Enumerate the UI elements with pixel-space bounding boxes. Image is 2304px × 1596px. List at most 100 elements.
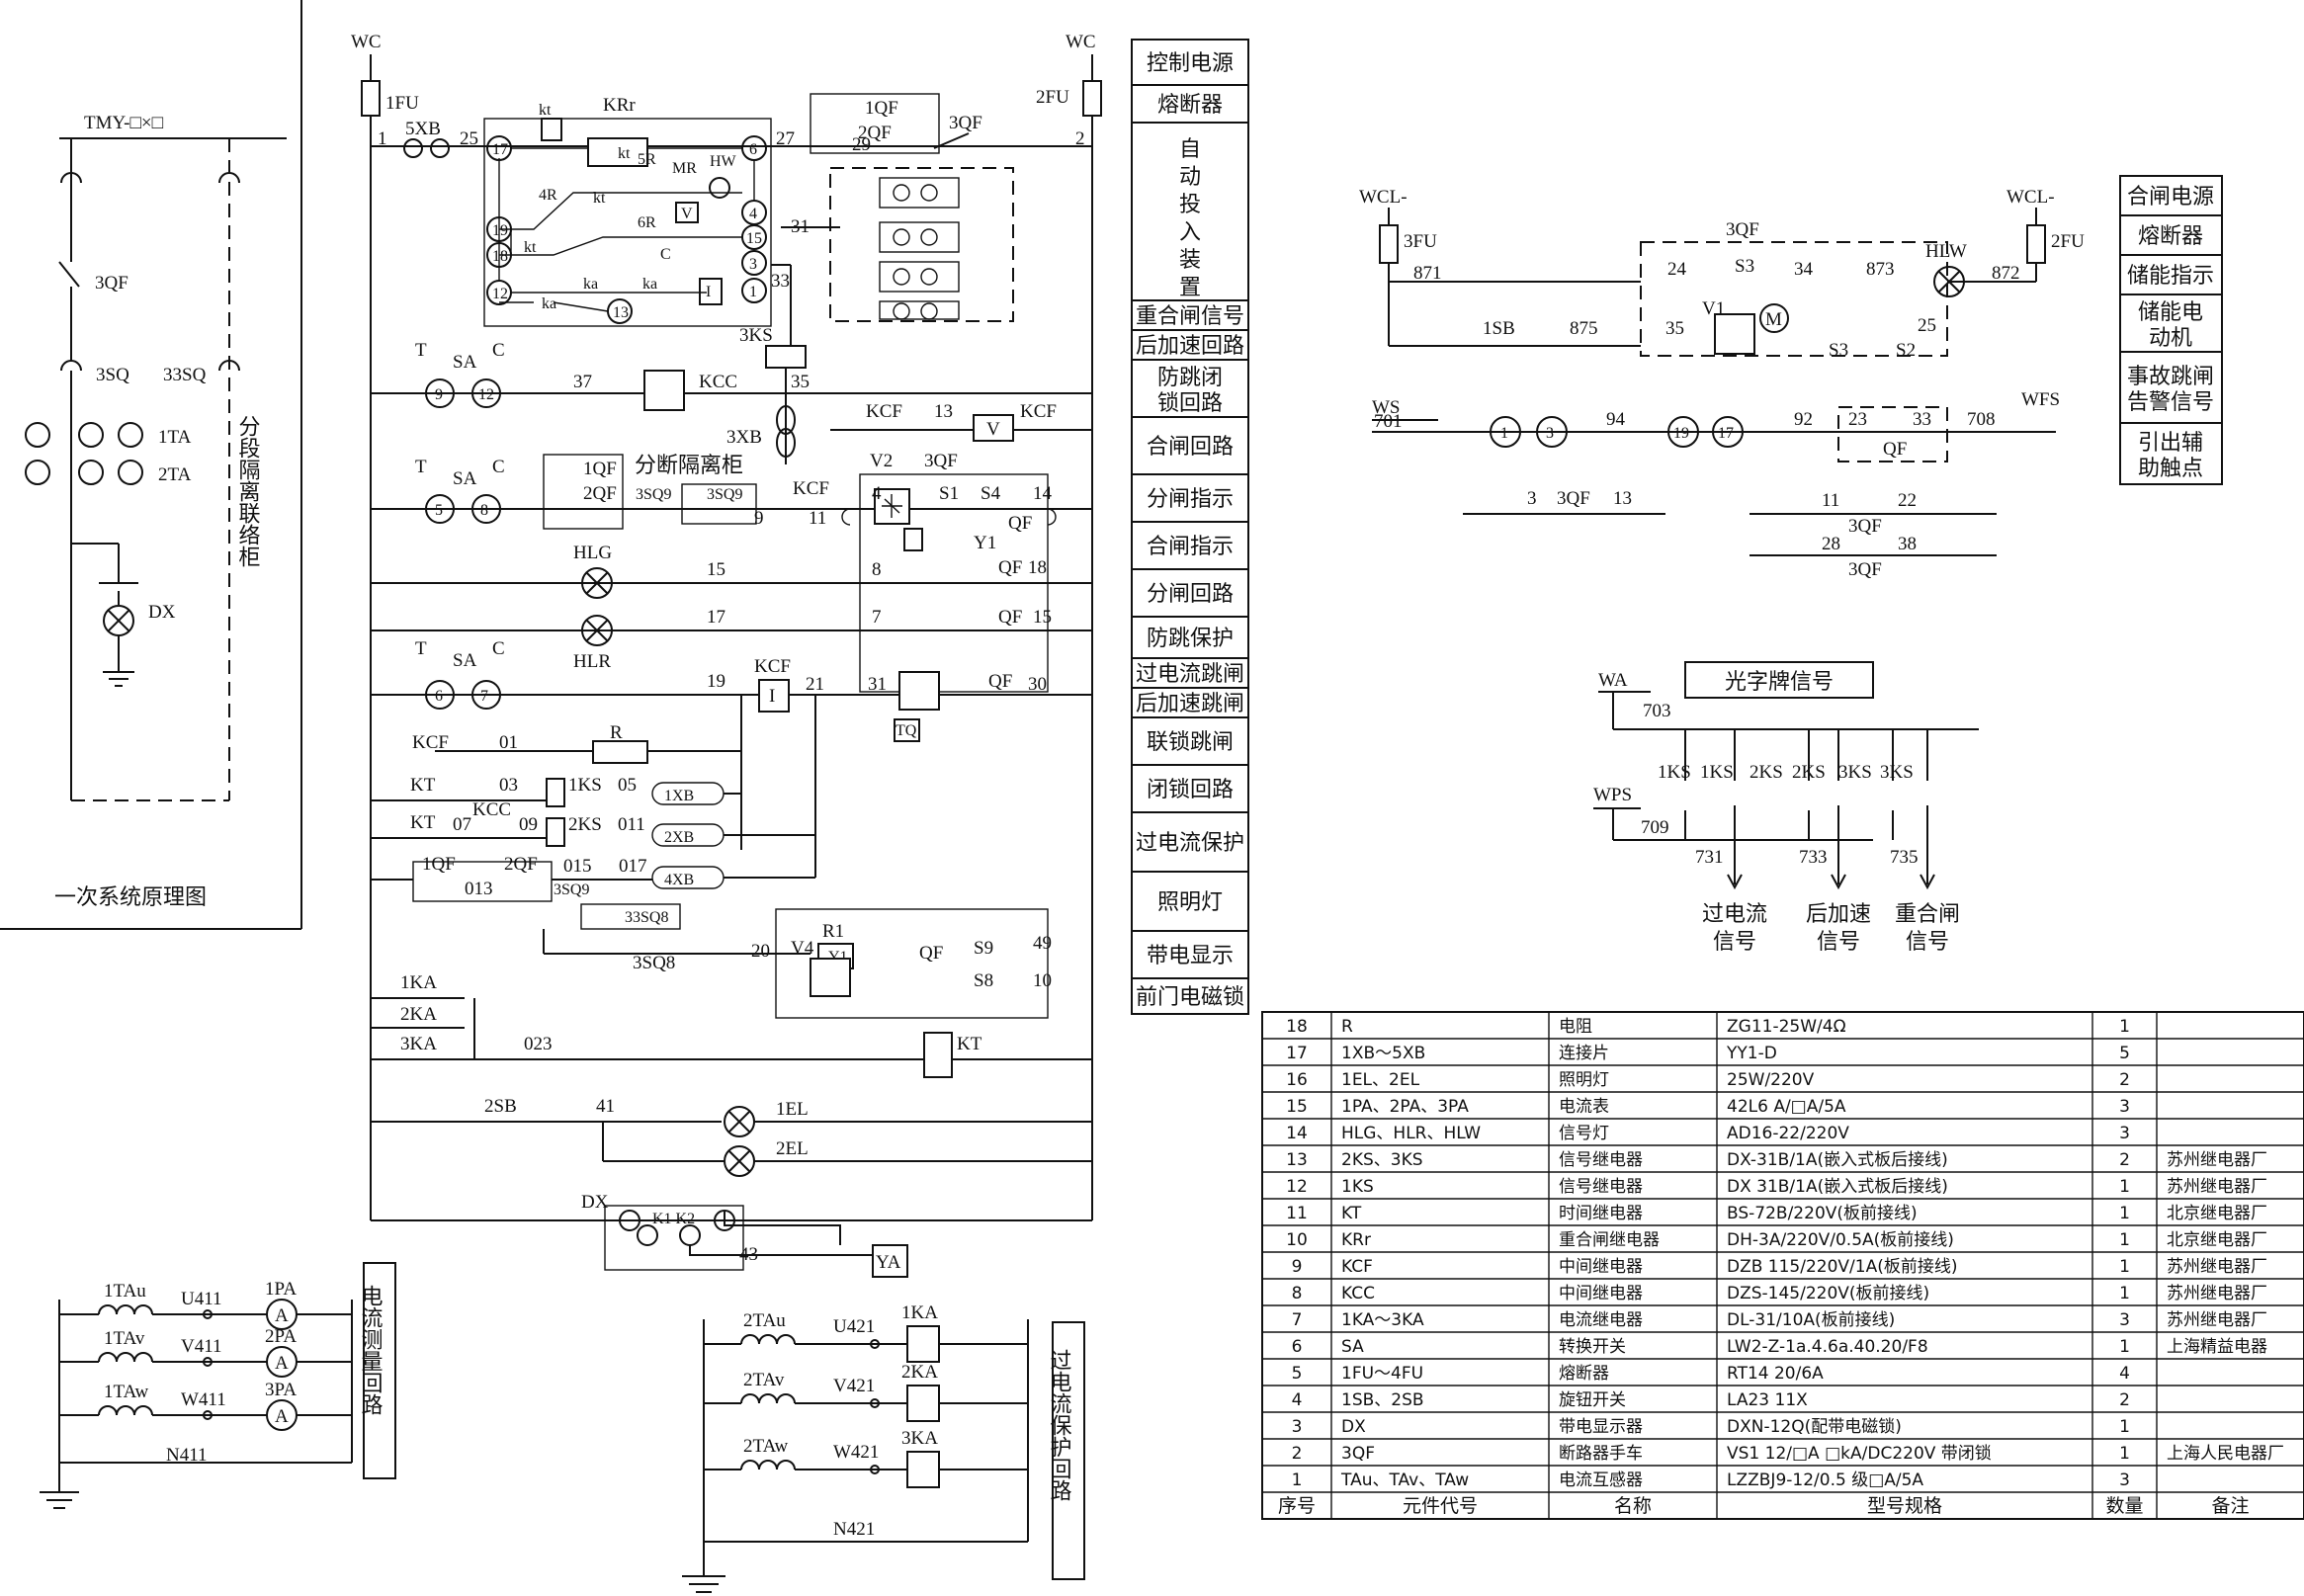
function-label-box — [1131, 764, 1249, 813]
table-header: 名称 — [1614, 1495, 1652, 1517]
table-cell: 5 — [2119, 1044, 2130, 1063]
table-cell: 3 — [2119, 1124, 2130, 1143]
svg-text:2KS: 2KS — [568, 814, 602, 835]
meas-ta-label: 1TAw — [104, 1382, 149, 1402]
qf3-mid-label: 3QF — [924, 451, 958, 471]
table-cell: LW2-Z-1a.4.6a.40.20/F8 — [1727, 1337, 1928, 1357]
table-cell: KCF — [1341, 1257, 1373, 1277]
table-cell: 1EL、2EL — [1341, 1070, 1420, 1090]
function-label: 重合闸信号 — [1136, 304, 1244, 329]
table-cell: AD16-22/220V — [1727, 1124, 1849, 1143]
svg-text:31: 31 — [868, 674, 887, 695]
svg-text:3QF: 3QF — [1557, 488, 1590, 509]
table-cell: 1 — [1292, 1470, 1303, 1490]
svg-text:011: 011 — [618, 814, 645, 835]
qf3-top-label: 3QF — [949, 113, 982, 133]
svg-text:873: 873 — [1866, 259, 1895, 280]
prot-ka-label: 2KA — [901, 1362, 938, 1383]
ks3-label: 3KS — [739, 325, 773, 346]
svg-text:QF: QF — [919, 943, 943, 964]
svg-text:S9: S9 — [974, 938, 993, 959]
svg-text:12: 12 — [478, 386, 494, 403]
svg-text:S1: S1 — [939, 483, 959, 504]
svg-text:V4: V4 — [791, 938, 814, 959]
table-cell: 上海精益电器 — [2167, 1337, 2267, 1357]
kcf-label-3: KCF — [793, 478, 829, 499]
sq9-label: 3SQ9 — [554, 882, 589, 898]
svg-text:1: 1 — [378, 128, 387, 149]
closing-label: 熔断器 — [2138, 224, 2203, 249]
ta2-label: 2TA — [158, 464, 192, 485]
svg-text:5R: 5R — [638, 151, 656, 168]
svg-text:94: 94 — [1606, 409, 1626, 430]
prot-label: 过电流保护回路 — [1047, 1349, 1072, 1501]
kt-label-1: KT — [410, 775, 436, 796]
svg-text:SA: SA — [453, 650, 477, 671]
closing-label-box — [2119, 175, 2223, 216]
fu2b-label: 2FU — [2051, 231, 2085, 252]
dx-ctrl-label: DX — [581, 1192, 609, 1213]
table-cell: DX — [1341, 1417, 1366, 1437]
kcc-label: KCC — [699, 372, 737, 392]
svg-text:2QF: 2QF — [858, 123, 892, 143]
table-cell: 2 — [2119, 1150, 2130, 1170]
function-label: 闭锁回路 — [1147, 778, 1234, 802]
svg-text:SA: SA — [453, 468, 477, 489]
svg-text:24: 24 — [1667, 259, 1687, 280]
svg-text:QF: QF — [1008, 513, 1032, 534]
table-cell: 4 — [1292, 1390, 1303, 1410]
table-cell: 1SB、2SB — [1341, 1390, 1424, 1410]
out-733: 733 — [1799, 847, 1828, 868]
function-label: 分闸指示 — [1147, 487, 1234, 512]
function-label-box — [1131, 977, 1249, 1015]
table-cell: 3 — [1292, 1417, 1303, 1437]
svg-text:3QF: 3QF — [1848, 559, 1882, 580]
svg-text:T: T — [415, 340, 427, 361]
svg-text:S3: S3 — [1829, 340, 1848, 361]
svg-text:MR: MR — [672, 160, 697, 177]
function-label: 合闸回路 — [1147, 435, 1234, 460]
svg-text:3SQ9: 3SQ9 — [636, 486, 671, 503]
function-labels: 控制电源熔断器自动投入装置重合闸信号后加速回路防跳闭锁回路合闸回路分闸指示合闸指… — [1131, 39, 1249, 1015]
svg-text:38: 38 — [1898, 534, 1917, 554]
wfs-label: WFS — [2021, 389, 2060, 410]
closing-label: 储能指示 — [2127, 264, 2214, 289]
prot-wire-label: W421 — [833, 1442, 879, 1463]
xb-label: 5XB — [405, 119, 441, 139]
svg-text:03: 03 — [499, 775, 518, 796]
meas-label: 电流测量回路 — [358, 1285, 384, 1415]
svg-text:8: 8 — [480, 502, 488, 519]
table-cell: 1KA～3KA — [1341, 1310, 1424, 1330]
krr-label: KRr — [603, 95, 636, 116]
function-label-box — [1131, 811, 1249, 873]
prot-wire-label: V421 — [833, 1376, 875, 1396]
ks-4: 2KS — [1792, 762, 1826, 783]
table-cell: 2 — [1292, 1444, 1303, 1464]
function-label: 前门电磁锁 — [1136, 985, 1244, 1010]
svg-text:49: 49 — [1033, 933, 1052, 954]
table-cell: 1 — [2119, 1230, 2130, 1250]
table-cell: 2 — [2119, 1070, 2130, 1090]
svg-text:1XB: 1XB — [664, 788, 694, 804]
table-cell: KRr — [1341, 1230, 1371, 1250]
svg-text:5: 5 — [435, 502, 443, 519]
sb2-label: 2SB — [484, 1096, 517, 1117]
svg-text:ka: ka — [642, 276, 657, 293]
table-cell: 熔断器 — [1559, 1364, 1609, 1384]
table-cell: ZG11-25W/4Ω — [1727, 1017, 1846, 1037]
svg-text:S4: S4 — [981, 483, 1001, 504]
svg-text:015: 015 — [563, 856, 592, 877]
function-label: 防跳保护 — [1147, 627, 1234, 651]
meas-wire-label: W411 — [181, 1389, 226, 1410]
table-cell: 6 — [1292, 1337, 1303, 1357]
table-cell: LA23 11X — [1727, 1390, 1808, 1410]
svg-text:875: 875 — [1570, 318, 1598, 339]
svg-text:SA: SA — [453, 352, 477, 373]
table-cell: 3 — [2119, 1097, 2130, 1117]
prot-wire-label: U421 — [833, 1316, 875, 1337]
